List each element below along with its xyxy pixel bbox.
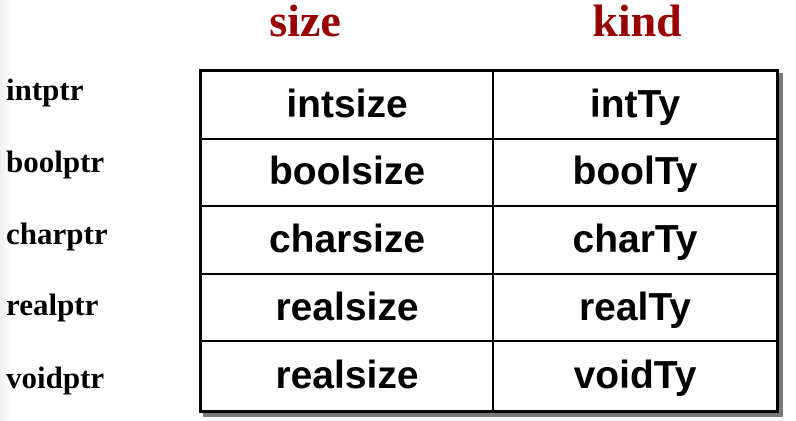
cell-kind-intptr: intTy: [494, 72, 776, 140]
cell-size-voidptr: realsize: [202, 342, 494, 410]
row-label-realptr: realptr: [6, 287, 99, 322]
row-label-voidptr: voidptr: [6, 360, 105, 395]
cell-kind-realptr: realTy: [494, 275, 776, 343]
pointer-type-table: intsize intTy boolsize boolTy charsize c…: [199, 69, 779, 413]
cell-size-charptr: charsize: [202, 207, 494, 275]
cell-kind-charptr: charTy: [494, 207, 776, 275]
left-edge-shade: [0, 0, 10, 421]
cell-size-boolptr: boolsize: [202, 139, 494, 208]
column-header-kind: kind: [592, 0, 682, 46]
cell-size-realptr: realsize: [202, 274, 494, 343]
row-label-boolptr: boolptr: [6, 144, 105, 179]
column-header-size: size: [269, 0, 341, 46]
cell-size-intptr: intsize: [202, 72, 494, 140]
cell-kind-voidptr: voidTy: [573, 354, 697, 398]
row-label-charptr: charptr: [6, 216, 108, 251]
cell-kind-boolptr: boolTy: [494, 140, 776, 208]
row-label-intptr: intptr: [6, 72, 84, 107]
